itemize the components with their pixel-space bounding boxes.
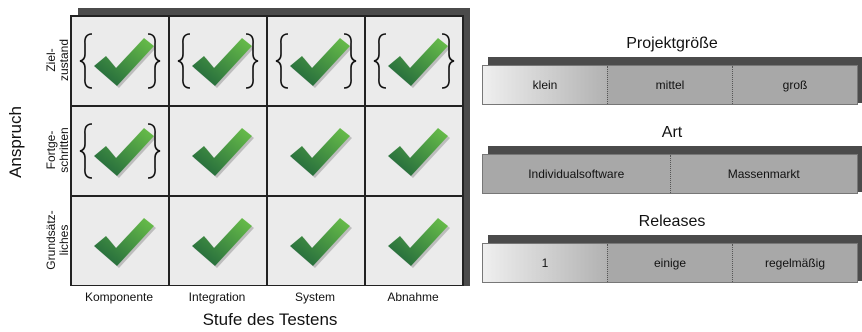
checkmark-shape — [388, 218, 448, 266]
checkmark-shape — [388, 38, 448, 86]
left-brace — [373, 33, 387, 89]
x-axis-label: Stufe des Testens — [202, 310, 338, 329]
bar-shadow-right — [856, 146, 862, 192]
checkmark-shape — [290, 218, 350, 266]
right-brace — [245, 33, 259, 89]
checkmark-shape — [94, 218, 154, 266]
matrix-cell — [267, 196, 365, 286]
segment-einige: einige — [607, 244, 732, 282]
checkmark-shape — [192, 38, 252, 86]
group-title-releases: Releases — [638, 213, 706, 230]
segment-mittel: mittel — [607, 66, 732, 104]
bar-shadow — [488, 57, 860, 65]
y-axis-label: Anspruch — [6, 106, 25, 178]
right-brace — [147, 33, 161, 89]
checkmark-icon — [275, 33, 357, 89]
checkmark-icon — [177, 33, 259, 89]
matrix-cell — [267, 106, 365, 196]
segment-gross: groß — [732, 66, 857, 104]
bar-projektgroesse: klein mittel groß — [482, 65, 858, 105]
group-title-projektgroesse: Projektgröße — [626, 35, 718, 52]
segment-individualsoftware: Individualsoftware — [483, 155, 670, 193]
checkmark-icon — [192, 128, 254, 178]
bar-releases: 1 einige regelmäßig — [482, 243, 858, 283]
matrix-cell — [365, 196, 463, 286]
right-brace — [343, 33, 357, 89]
matrix-cell — [169, 16, 267, 106]
col-label-integration: Integration — [188, 290, 246, 304]
segment-massenmarkt: Massenmarkt — [669, 155, 857, 193]
segment-regelmaessig: regelmäßig — [732, 244, 857, 282]
right-brace — [147, 123, 161, 179]
checkmark-icon — [290, 128, 352, 178]
checkmark-icon — [373, 33, 455, 89]
matrix-grid — [70, 15, 464, 286]
checkmark-shape — [290, 38, 350, 86]
checkmark-icon — [94, 218, 156, 268]
bar-art: Individualsoftware Massenmarkt — [482, 154, 858, 194]
bar-shadow — [488, 235, 860, 243]
checkmark-icon — [388, 218, 450, 268]
segment-klein: klein — [483, 66, 607, 104]
col-label-abnahme: Abnahme — [387, 290, 439, 304]
checkmark-shape — [192, 128, 252, 176]
left-brace — [79, 33, 93, 89]
row-label-zielzustand: Ziel- zustand — [44, 38, 71, 82]
checkmark-icon — [290, 218, 352, 268]
checkmark-icon — [79, 33, 161, 89]
col-label-system: System — [294, 290, 335, 304]
bar-shadow-right — [856, 235, 862, 281]
checkmark-shape — [94, 128, 154, 176]
matrix-cell — [267, 16, 365, 106]
matrix-cell — [71, 196, 169, 286]
matrix-cell — [365, 106, 463, 196]
checkmark-shape — [388, 128, 448, 176]
matrix-cell — [169, 196, 267, 286]
bar-shadow-right — [856, 57, 862, 103]
matrix-cell — [365, 16, 463, 106]
checkmark-icon — [79, 123, 161, 179]
bar-shadow — [488, 146, 860, 154]
checkmark-shape — [290, 128, 350, 176]
matrix-cell — [71, 16, 169, 106]
right-brace — [441, 33, 455, 89]
checkmark-shape — [94, 38, 154, 86]
checkmark-icon — [192, 218, 254, 268]
col-label-komponente: Komponente — [84, 290, 154, 304]
row-label-fortgeschritten: Fortge- schritten — [44, 127, 71, 173]
row-label-grundsaetzliches: Grundsätz- liches — [44, 210, 71, 270]
group-title-art: Art — [661, 124, 683, 141]
matrix-cell — [169, 106, 267, 196]
checkmark-icon — [388, 128, 450, 178]
segment-1: 1 — [483, 244, 607, 282]
left-brace — [177, 33, 191, 89]
matrix-cell — [71, 106, 169, 196]
checkmark-shape — [192, 218, 252, 266]
left-brace — [275, 33, 289, 89]
left-brace — [79, 123, 93, 179]
